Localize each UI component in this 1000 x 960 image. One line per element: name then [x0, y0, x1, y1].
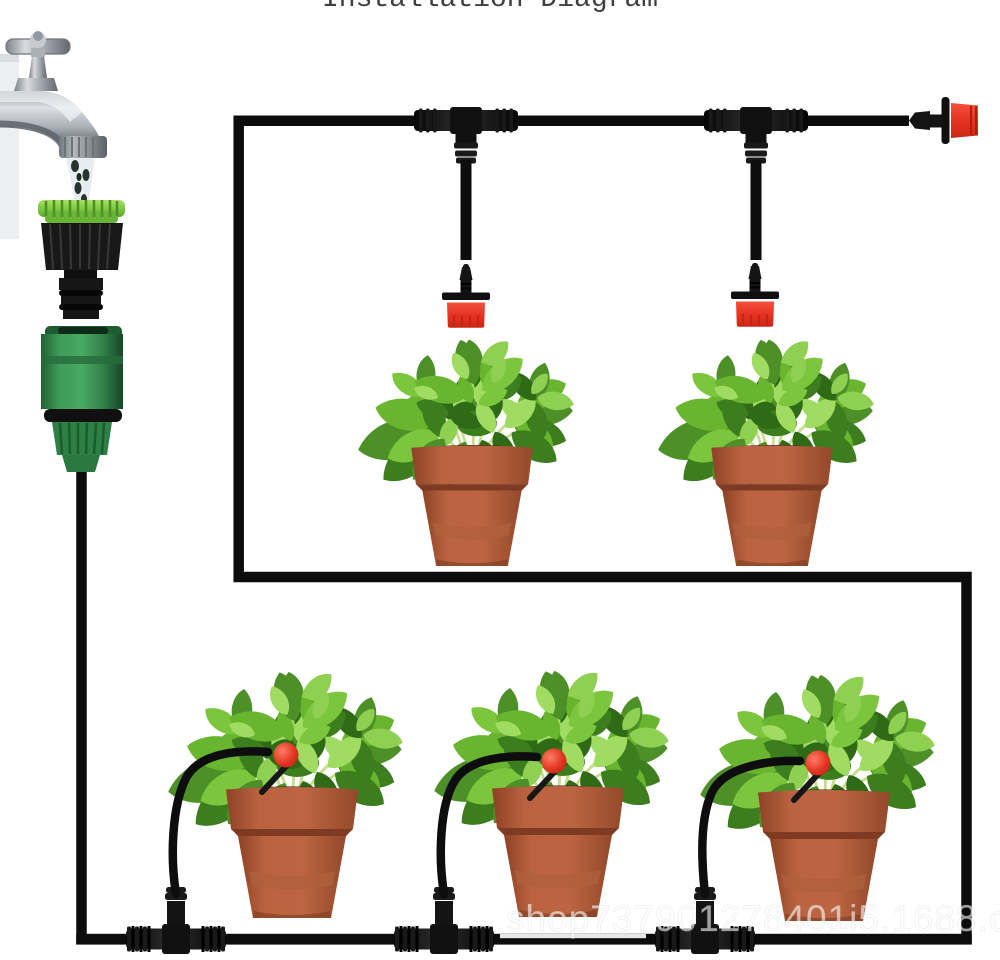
svg-text:shop737901278401i5.1688.com: shop737901278401i5.1688.com [506, 898, 1000, 939]
